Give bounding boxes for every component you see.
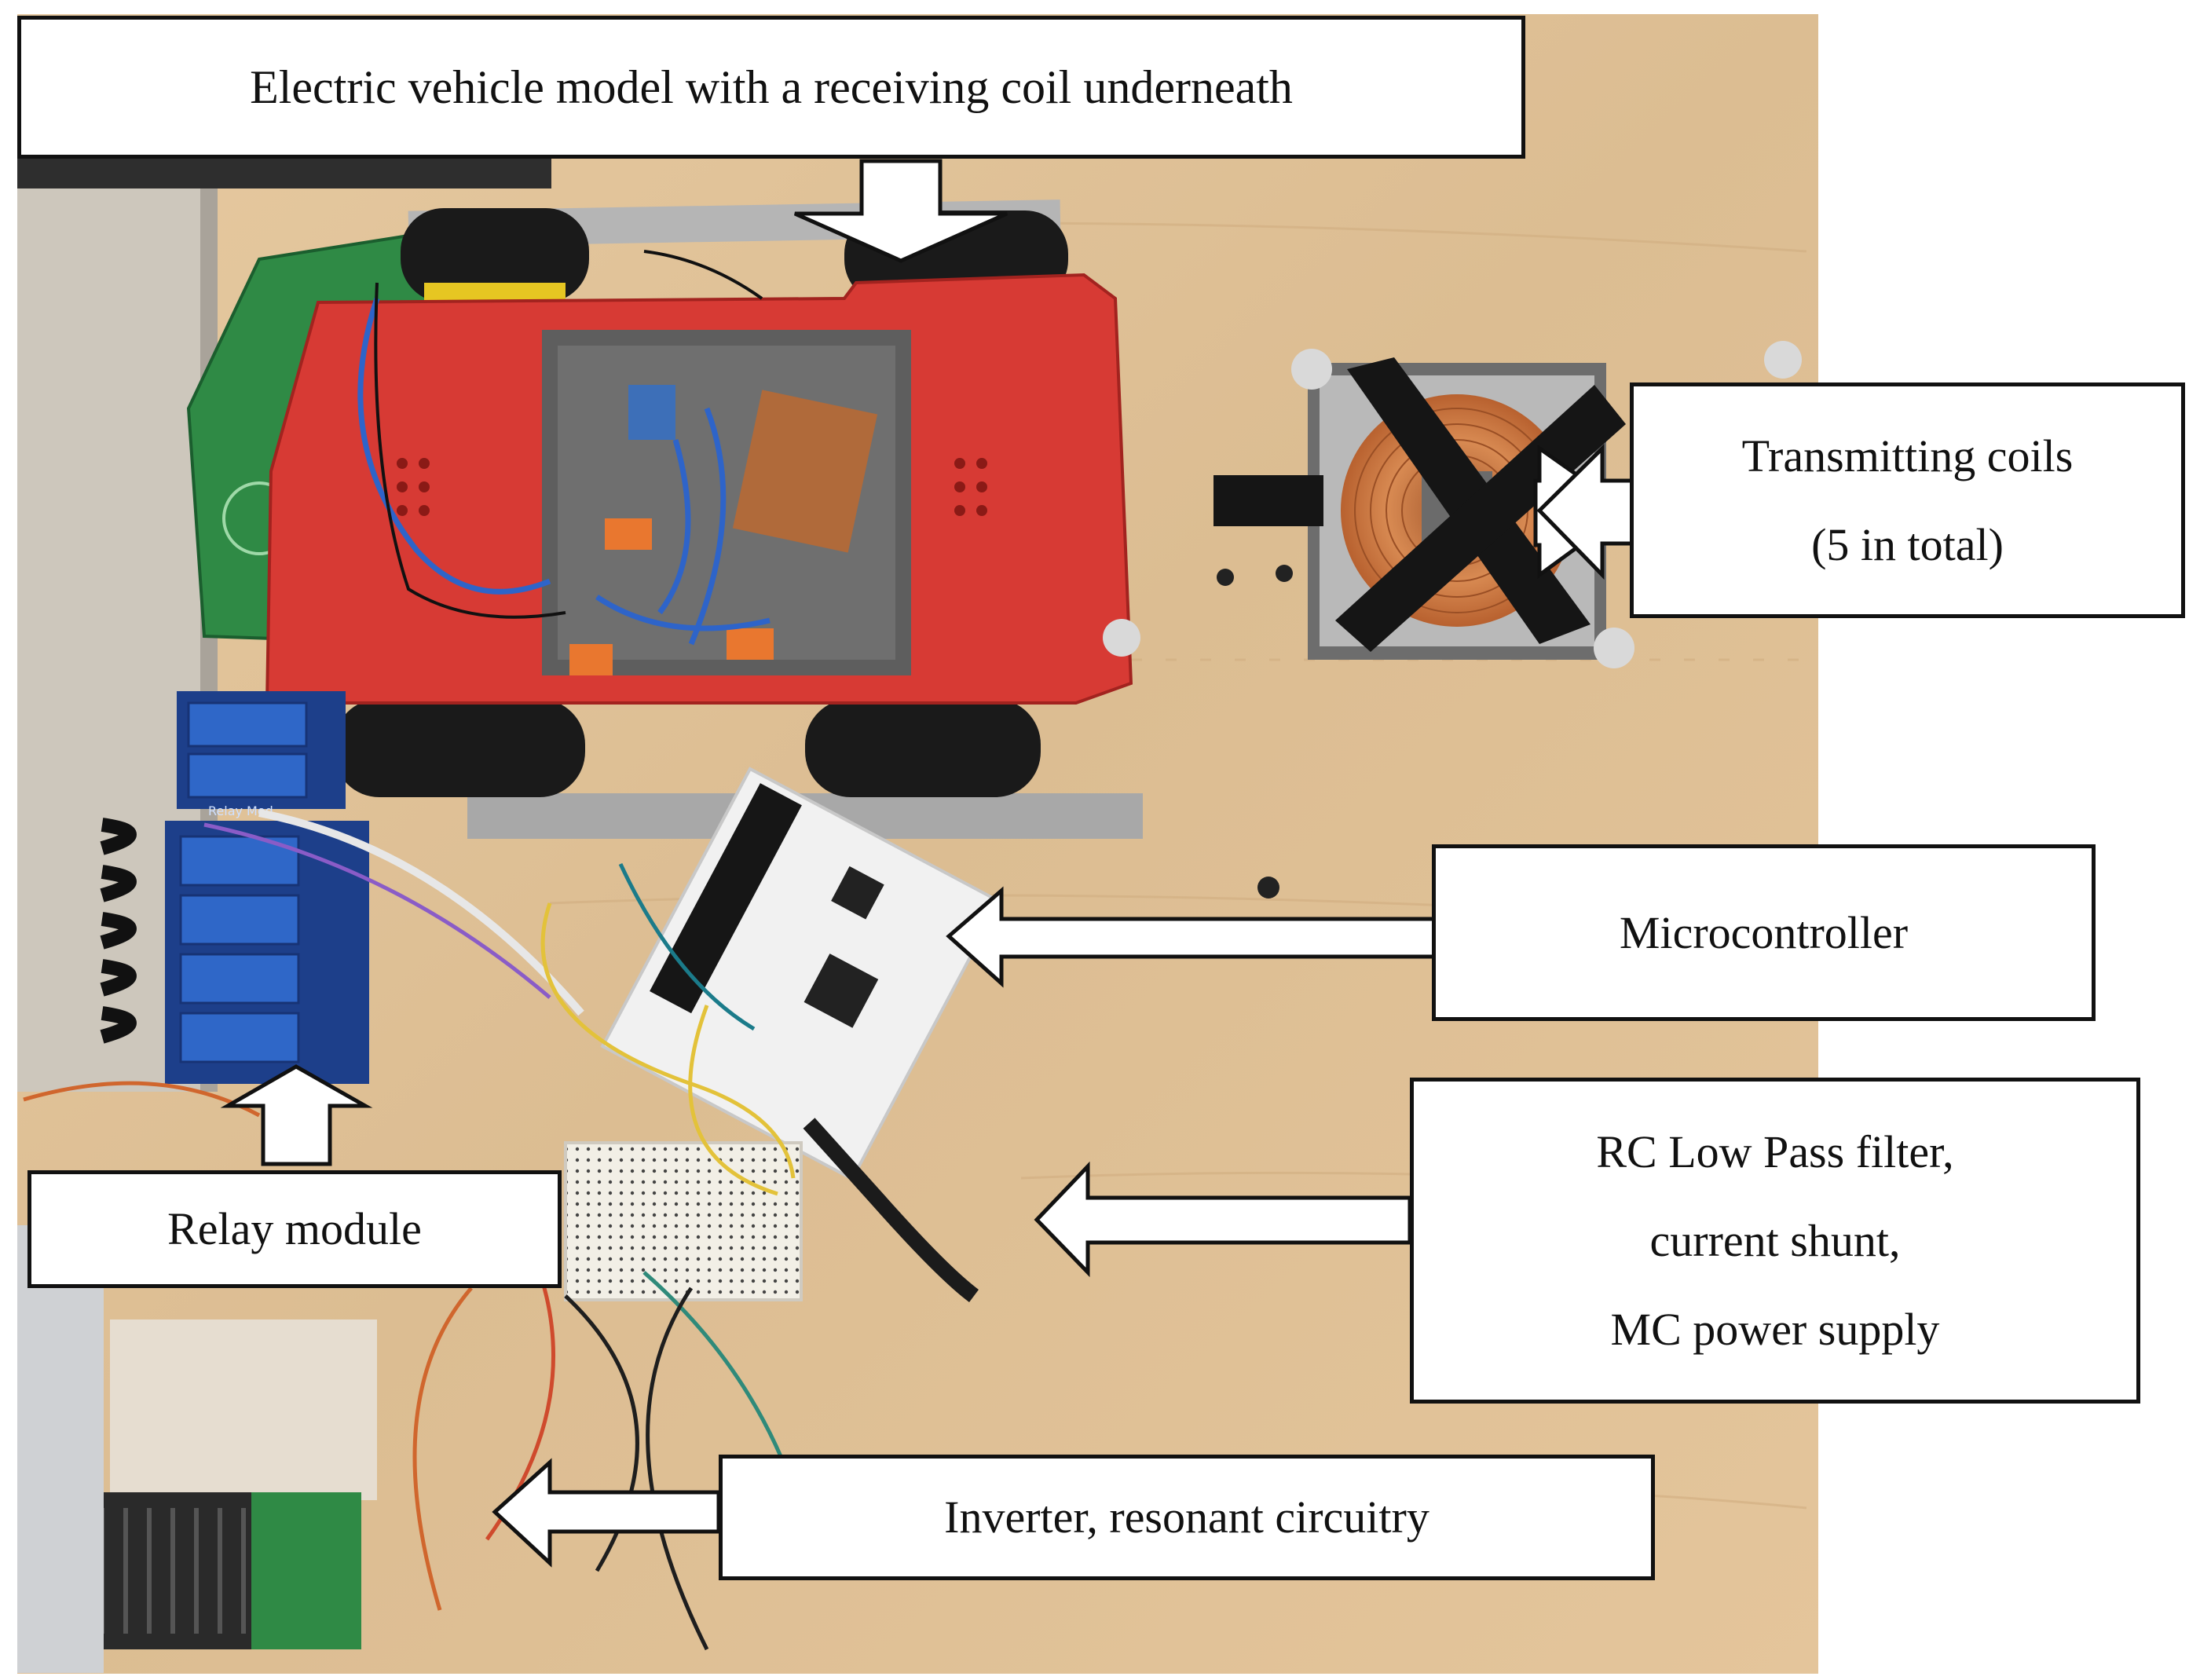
car-vent-right <box>954 458 987 516</box>
car-chassis <box>265 250 1133 705</box>
driver-board <box>251 1492 361 1649</box>
label-transmitting-coils: Transmitting coils (5 in total) <box>1630 382 2185 618</box>
label-ev-model-text: Electric vehicle model with a receiving … <box>250 60 1293 113</box>
acrylic-plate <box>110 1319 377 1500</box>
wago-connector-3 <box>727 628 774 660</box>
relay-board-print: Relay Mod <box>208 803 273 818</box>
standoff-3 <box>1764 341 1802 379</box>
label-inverter: Inverter, resonant circuitry <box>719 1455 1655 1580</box>
dark-strip-top <box>17 153 551 188</box>
label-filter-line1: RC Low Pass filter, <box>1596 1125 1954 1177</box>
hub-top-left <box>424 283 566 300</box>
wago-connector-1 <box>605 518 652 550</box>
standoff-2 <box>1594 628 1634 668</box>
coiled-cable <box>100 818 137 1044</box>
arrow-up-to-relay <box>220 1064 373 1166</box>
label-inverter-text: Inverter, resonant circuitry <box>944 1492 1429 1543</box>
black-tape-strip <box>1213 475 1323 526</box>
wheel-bottom-right <box>805 699 1041 797</box>
label-relay-module-text: Relay module <box>167 1203 422 1255</box>
nucleo-board <box>600 767 1002 1181</box>
car-wires <box>357 297 771 646</box>
label-microcontroller: Microcontroller <box>1432 844 2096 1021</box>
label-microcontroller-text: Microcontroller <box>1619 906 1909 958</box>
label-filter-line3: MC power supply <box>1610 1304 1940 1356</box>
wago-connector-2 <box>569 644 613 675</box>
breadboard <box>564 1141 803 1301</box>
standoff-4 <box>1103 619 1140 657</box>
relay-modules: Relay Mod <box>165 691 369 1084</box>
microcontroller-board <box>600 767 1002 1181</box>
capacitor <box>628 385 675 440</box>
car-vent-left <box>397 458 430 516</box>
inverter-heatsink <box>79 1492 259 1649</box>
standoff-1 <box>1291 349 1332 390</box>
wheel-top-left <box>401 208 589 302</box>
label-ev-model: Electric vehicle model with a receiving … <box>17 16 1525 159</box>
wheel-bottom-left <box>334 699 585 797</box>
st-link-chip <box>831 866 884 920</box>
perfboard <box>732 390 878 553</box>
label-filter: RC Low Pass filter, current shunt, MC po… <box>1410 1078 2140 1404</box>
mcu-chip <box>803 953 879 1028</box>
relay-cubes <box>179 701 308 1063</box>
label-filter-line2: current shunt, <box>1649 1214 1901 1266</box>
label-relay-module: Relay module <box>27 1170 562 1288</box>
label-transmitting-coils-line1: Transmitting coils <box>1741 430 2074 481</box>
label-transmitting-coils-line2: (5 in total) <box>1811 519 2004 570</box>
black-tape-x-2 <box>1335 385 1626 652</box>
black-wire <box>374 250 763 619</box>
header-pins <box>650 783 802 1014</box>
heatsink-fins <box>100 1508 246 1634</box>
arrow-down-to-ev <box>793 159 1008 263</box>
photo: Relay Mod <box>17 14 1818 1674</box>
usb-cable <box>803 1118 979 1302</box>
left-panel <box>17 1225 104 1673</box>
